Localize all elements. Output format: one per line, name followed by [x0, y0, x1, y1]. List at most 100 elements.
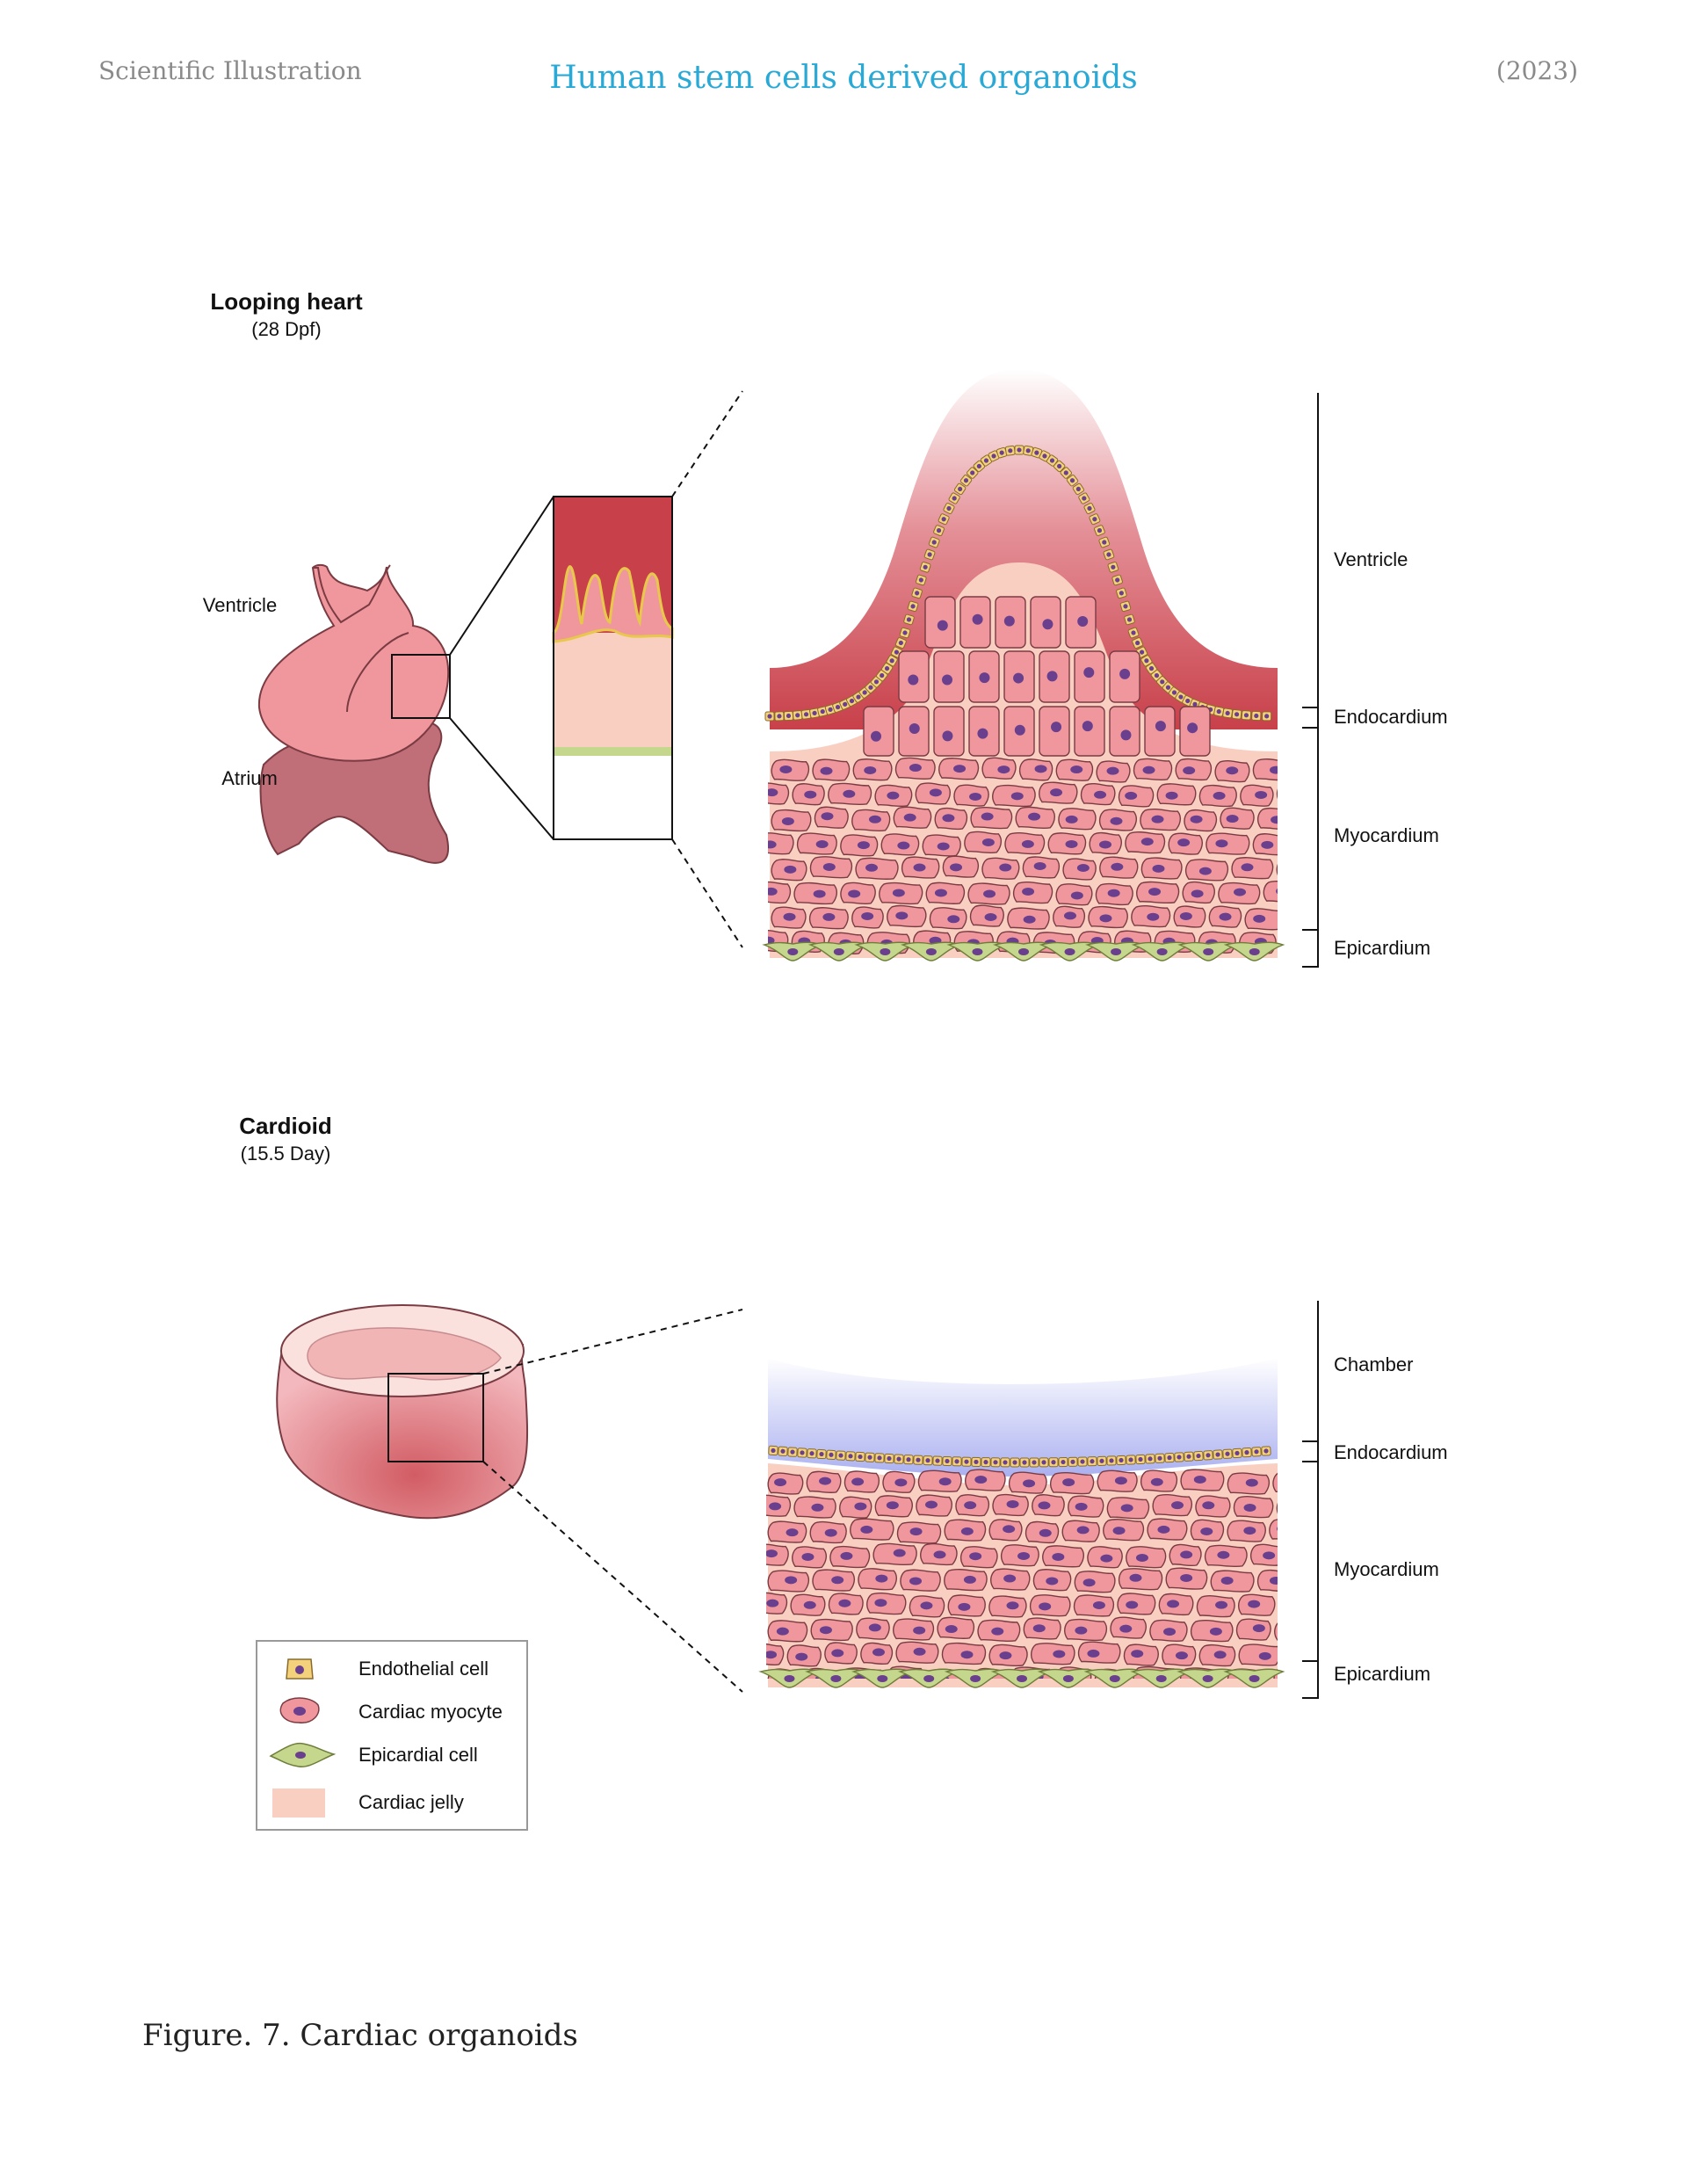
myocyte-nucleus [1035, 765, 1047, 773]
myocyte-nucleus [823, 863, 836, 871]
myocyte-nucleus [821, 767, 833, 775]
myocyte-nucleus [1119, 669, 1130, 679]
myocyte-nucleus [1221, 1577, 1234, 1585]
myocyte-nucleus [1289, 790, 1301, 798]
legend-label-epicardial: Epicardial cell [358, 1744, 478, 1766]
epicardial-nucleus [880, 948, 890, 955]
myocyte-nucleus [913, 1627, 925, 1635]
myocyte-nucleus [1039, 1602, 1051, 1610]
myocyte-nucleus [1115, 1477, 1127, 1484]
epicardial-nucleus [877, 1675, 887, 1682]
myocyte-nucleus [1042, 619, 1053, 629]
endothelial-cell [788, 1448, 798, 1457]
myocyte-nucleus [1034, 862, 1046, 870]
myocyte-nucleus [1011, 792, 1024, 800]
myocyte-nucleus [769, 1502, 781, 1510]
cardiac-myocyte [1275, 1621, 1312, 1642]
myocyte-nucleus [872, 1648, 885, 1656]
myocyte-nucleus [1215, 839, 1227, 847]
myocyte-nucleus [816, 840, 829, 848]
layer-label-endocardium-bottom: Endocardium [1334, 1441, 1448, 1463]
myocyte-nucleus [1013, 673, 1024, 684]
legend: Endothelial cell Cardiac myocyte Epicard… [257, 1641, 527, 1830]
epicardial-nucleus [972, 948, 982, 955]
myocyte-nucleus [1147, 913, 1159, 921]
myocyte-nucleus [851, 1477, 864, 1485]
cardiac-myocyte [1032, 1643, 1075, 1665]
legend-label-myocyte: Cardiac myocyte [358, 1701, 503, 1723]
myocyte-nucleus [766, 1600, 778, 1607]
myocyte-nucleus [945, 1625, 958, 1633]
endothelial-cell [827, 1450, 836, 1459]
myocyte-nucleus [1180, 912, 1192, 920]
endothelial-cell [1175, 1453, 1184, 1462]
myocyte-nucleus [999, 1651, 1011, 1659]
myocyte-nucleus [1007, 1500, 1019, 1508]
myocyte-nucleus [964, 1576, 976, 1584]
myocyte-nucleus [973, 614, 983, 625]
myocyte-nucleus [1210, 1628, 1222, 1636]
myocyte-nucleus [1151, 816, 1163, 824]
myocyte-nucleus [1052, 1553, 1064, 1561]
endothelial-cell [1010, 1458, 1019, 1467]
myocyte-nucleus [935, 889, 947, 896]
myocyte-nucleus [1046, 1577, 1058, 1585]
epicardial-nucleus [1063, 1675, 1074, 1682]
myocyte-nucleus [894, 1478, 907, 1486]
endothelial-cell [1213, 1450, 1222, 1459]
myocyte-nucleus [801, 1553, 814, 1561]
endothelial-cell [1223, 1449, 1232, 1458]
myocyte-nucleus [961, 1527, 974, 1535]
looping-heart-title: Looping heart [210, 288, 363, 315]
myocyte-nucleus [1077, 616, 1088, 627]
myocyte-nucleus [1015, 725, 1025, 736]
endothelial-cell [1165, 1453, 1174, 1462]
endothelial-cell [865, 1453, 874, 1462]
endothelial-cell [885, 1454, 894, 1462]
myocyte-nucleus [1051, 722, 1061, 732]
endothelial-cell [1242, 1448, 1252, 1457]
endothelial-cell [1204, 1451, 1213, 1460]
legend-label-jelly: Cardiac jelly [358, 1791, 464, 1813]
myocyte-nucleus [947, 915, 959, 923]
myocyte-nucleus [1270, 766, 1282, 774]
myocyte-nucleus [938, 842, 950, 850]
endothelial-cell [856, 1452, 865, 1461]
myocyte-nucleus [1151, 1478, 1163, 1486]
myocyte-nucleus [782, 817, 794, 825]
myocyte-nucleus [779, 765, 792, 773]
endothelial-cell [1039, 1458, 1048, 1467]
myocyte-nucleus [1082, 721, 1093, 731]
myocyte-nucleus [977, 729, 988, 739]
endothelial-cell [1262, 1447, 1271, 1456]
myocyte-nucleus [1243, 1527, 1256, 1535]
endothelial-cell [943, 1456, 952, 1465]
endothelial-cell [875, 1454, 884, 1462]
endothelial-cell [846, 1452, 855, 1461]
myocyte-nucleus [1213, 792, 1226, 800]
cardiac-jelly-swatch [272, 1789, 325, 1818]
epicardial-nucleus [1203, 948, 1213, 955]
myocyte-nucleus [960, 1651, 973, 1658]
myocyte-nucleus [894, 1549, 906, 1557]
myocyte-nucleus [1167, 1600, 1179, 1607]
myocyte-nucleus [774, 1478, 786, 1486]
endothelial-cell [1222, 708, 1232, 718]
myocyte-nucleus [1033, 1624, 1046, 1632]
myocyte-nucleus [942, 675, 952, 686]
endothelial-cell [903, 614, 914, 625]
myocyte-nucleus [897, 842, 909, 850]
myocyte-nucleus [831, 1649, 844, 1657]
myocyte-nucleus [1276, 888, 1288, 896]
myocyte-nucleus [784, 913, 796, 921]
myocyte-nucleus [1087, 1650, 1099, 1658]
endothelial-cell [933, 1456, 942, 1465]
myocyte-nucleus [1180, 1574, 1192, 1582]
myocyte-nucleus [969, 793, 981, 801]
endothelial-cell [1233, 1448, 1242, 1457]
myocyte-nucleus [914, 864, 926, 872]
endothelial-cell [1184, 1452, 1193, 1461]
endothelial-cell [1120, 601, 1131, 612]
cardiac-myocyte-icon [280, 1698, 319, 1723]
endothelial-cell [1117, 1455, 1126, 1464]
